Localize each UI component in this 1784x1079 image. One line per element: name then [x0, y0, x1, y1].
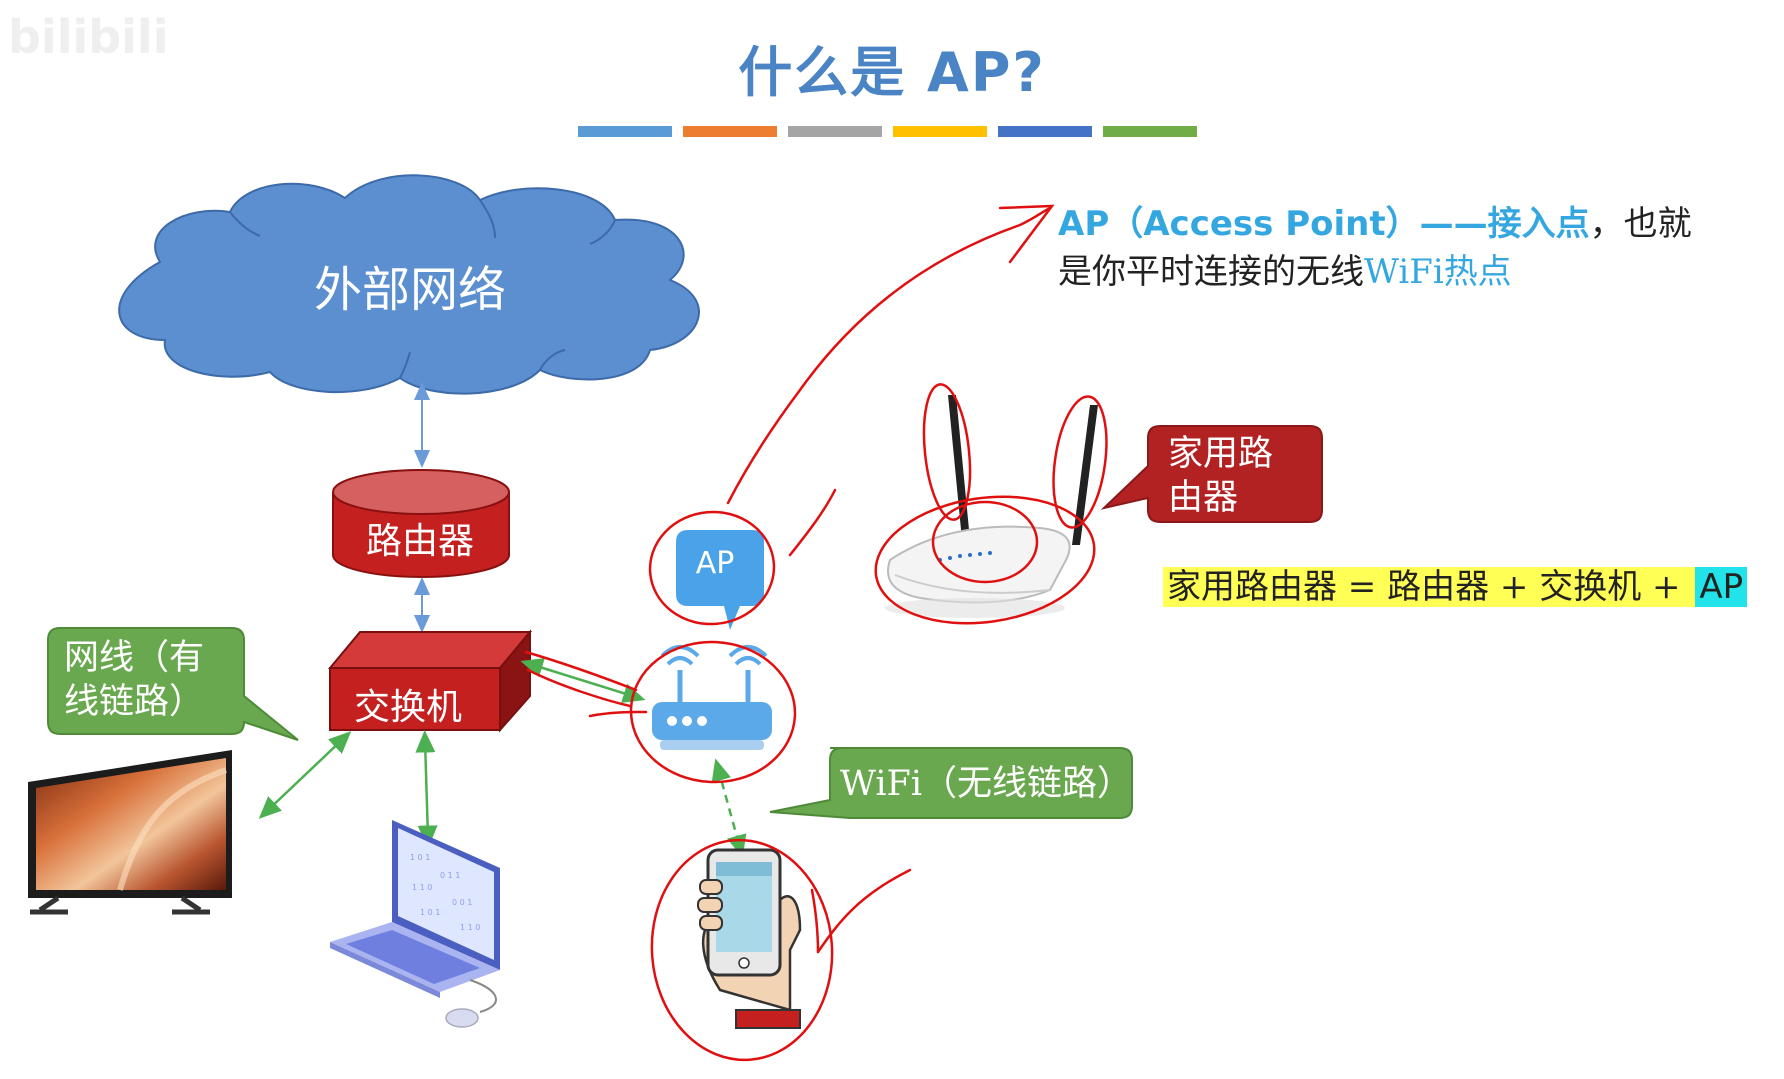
wifi-router-icon: [652, 645, 772, 750]
ap-bubble: [676, 530, 764, 630]
ap-rest-line-2: 是你平时连接的无线: [1058, 252, 1364, 292]
svg-text:1 0 1: 1 0 1: [420, 908, 440, 917]
home-router-callout-shape: [1100, 425, 1323, 523]
external-network-label: 外部网络: [313, 262, 506, 318]
router-label: 路由器: [365, 521, 474, 562]
equation-ap: AP: [1695, 567, 1748, 607]
red-annotations: [524, 204, 1108, 1062]
wired-link-callout: 网线（有 线链路）: [64, 636, 244, 724]
home-router-callout-line-1: 家用路: [1168, 434, 1274, 474]
tv-icon: [28, 750, 232, 915]
ap-rest-line-1: ，也就: [1589, 204, 1692, 244]
color-bar-1: [578, 126, 672, 137]
svg-text:1 0 1: 1 0 1: [410, 853, 430, 862]
wired-callout-line-2: 线链路）: [64, 682, 205, 722]
laptop-icon: 1 0 1 0 1 1 1 1 0 0 0 1 1 0 1 1 1 0: [330, 820, 500, 1028]
color-bar-5: [998, 126, 1092, 137]
ap-definition: AP（Access Point）——接入点，也就 是你平时连接的无线WiFi热点: [1058, 200, 1758, 296]
equation-text: 家用路由器 = 路由器 + 交换机 +: [1163, 567, 1696, 607]
wifi-hotspot-text: WiFi热点: [1364, 252, 1512, 292]
switch-label: 交换机: [353, 687, 462, 728]
wifi-link-callout-shape: [769, 747, 1133, 819]
ap-bubble-label: AP: [695, 546, 735, 581]
home-router-callout: 家用路 由器: [1168, 432, 1318, 520]
smartphone-icon: [697, 848, 802, 1029]
svg-text:0 0 1: 0 0 1: [452, 898, 472, 907]
wired-callout-line-1: 网线（有: [64, 638, 205, 678]
ap-dash: ——: [1419, 204, 1488, 244]
wired-link-callout-shape: [47, 627, 299, 741]
color-bar-2: [683, 126, 777, 137]
switch-box-icon: [327, 629, 533, 733]
home-router-icon: [885, 395, 1098, 618]
color-bar-4: [893, 126, 987, 137]
wifi-link-callout: WiFi（无线链路）: [840, 764, 1133, 804]
svg-text:0 1 1: 0 1 1: [440, 871, 460, 880]
switch-ap-link: [520, 658, 646, 703]
home-router-equation: 家用路由器 = 路由器 + 交换机 + AP: [1163, 562, 1748, 612]
router-cylinder-icon: [332, 469, 510, 578]
page-title: 什么是 AP?: [738, 41, 1046, 104]
cloud-icon: [118, 174, 700, 395]
switch-tv-link: [258, 731, 352, 819]
svg-text:1 1 0: 1 1 0: [460, 923, 480, 932]
switch-laptop-link: [415, 730, 438, 848]
ap-term: AP（Access Point）: [1058, 204, 1420, 244]
watermark: bilibili: [8, 10, 169, 64]
svg-text:1 1 0: 1 1 0: [412, 883, 432, 892]
color-bar-3: [788, 126, 882, 137]
ap-meaning: 接入点: [1487, 204, 1590, 244]
color-bar-6: [1103, 126, 1197, 137]
home-router-callout-line-2: 由器: [1168, 478, 1239, 518]
